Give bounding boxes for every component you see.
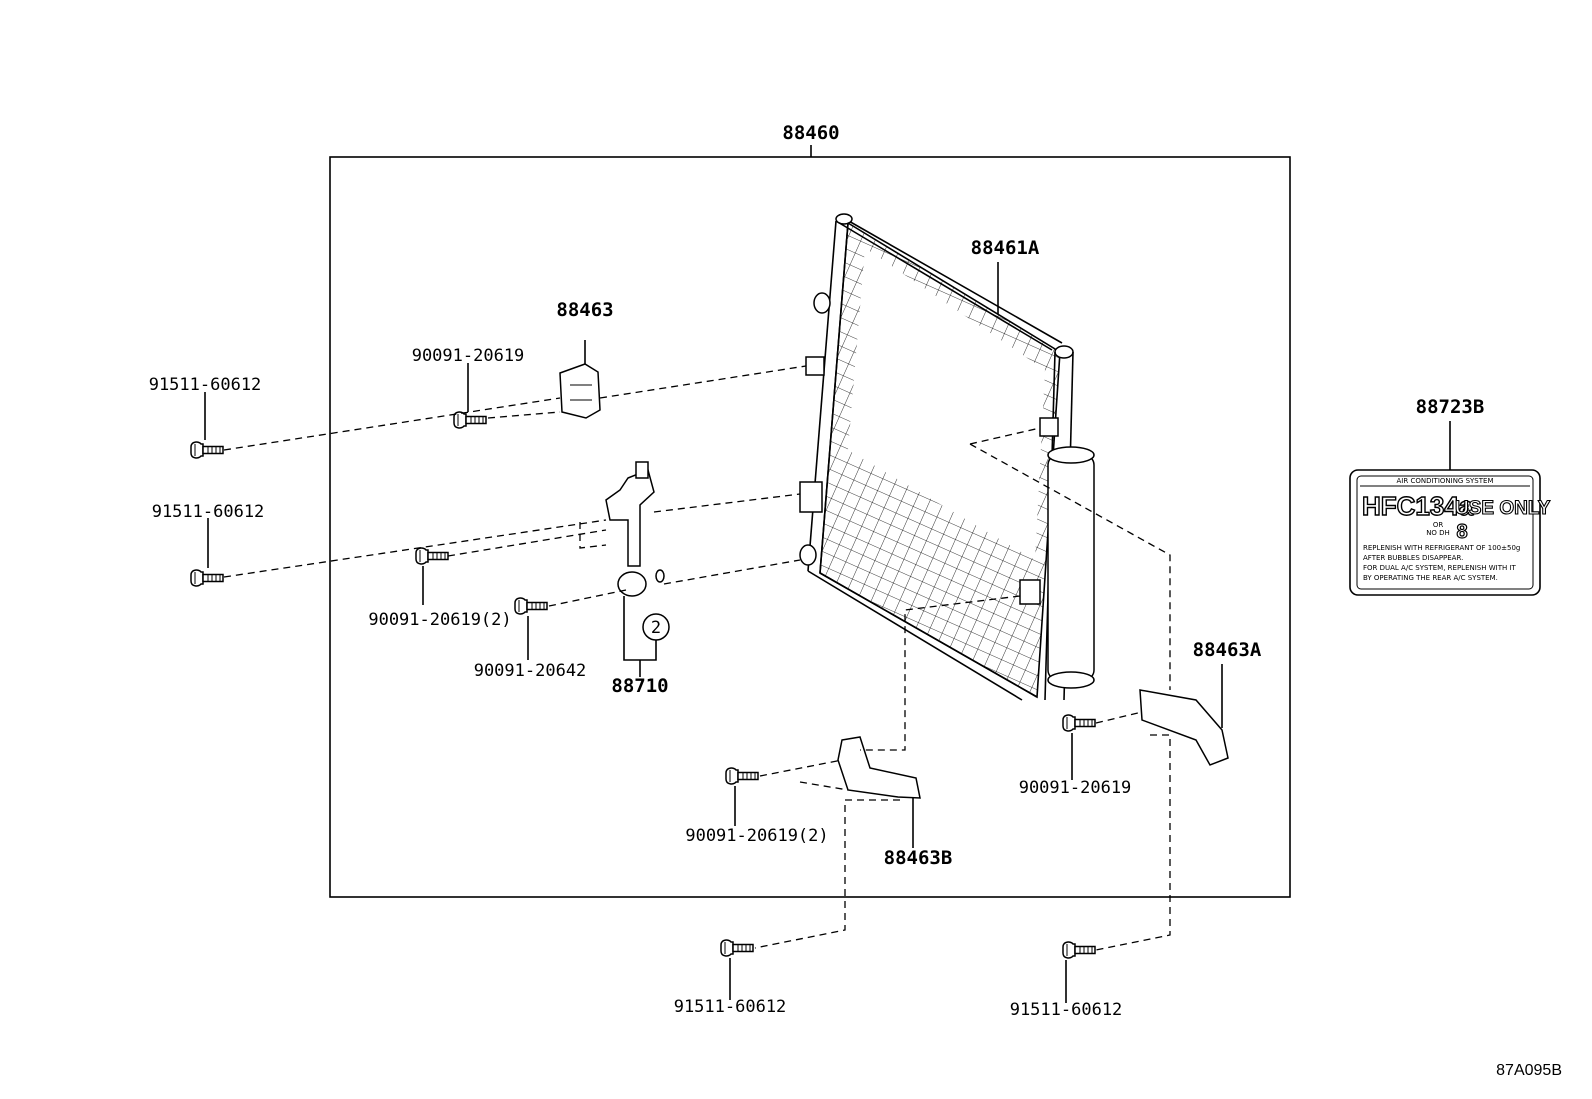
label-bracket-right: 88463A (1193, 639, 1262, 661)
label-bolt-b2: 90091-20619(2) (368, 610, 511, 630)
label-no-dh: NO DH (1426, 529, 1450, 537)
label-bolt-a2: 91511-60612 (152, 502, 265, 522)
label-bolt-a3: 91511-60612 (674, 997, 787, 1017)
label-bolt-b1: 90091-20619 (412, 346, 525, 366)
bolt-icon (725, 767, 759, 785)
bracket-right (1139, 664, 1229, 766)
label-line4: BY OPERATING THE REAR A/C SYSTEM. (1363, 574, 1498, 582)
condenser (799, 213, 1095, 701)
label-bracket-lower: 88463B (884, 847, 953, 869)
label-use-only: USE ONLY (1455, 498, 1551, 519)
label-system: AIR CONDITIONING SYSTEM (1397, 477, 1494, 485)
bolt-icon (720, 939, 754, 957)
bolt-icon (1062, 941, 1096, 959)
bolt-icon (415, 547, 449, 565)
bracket-upper (559, 340, 601, 419)
label-pipe-assembly: 88710 (611, 675, 668, 697)
label-or: OR (1433, 521, 1444, 529)
label-bolt-b4: 90091-20619(2) (685, 826, 828, 846)
assembly-frame (329, 145, 1291, 898)
bolt-icon (514, 597, 548, 615)
label-bracket-upper: 88463 (556, 299, 613, 321)
label-line3: FOR DUAL A/C SYSTEM, REPLENISH WITH IT (1363, 564, 1517, 572)
label-caution: 88723B (1416, 396, 1485, 418)
label-bolt-a1: 91511-60612 (149, 375, 262, 395)
alignment-lines (223, 365, 1171, 951)
label-refrigerant: HFC134a (1362, 491, 1474, 521)
label-oring-qty: 2 (651, 618, 661, 638)
label-line2: AFTER BUBBLES DISAPPEAR. (1363, 554, 1463, 562)
caution-label: AIR CONDITIONING SYSTEM HFC134a USE ONLY… (1349, 469, 1551, 596)
label-oil-no: 8 (1456, 521, 1467, 543)
label-assembly: 88460 (782, 122, 839, 144)
label-condenser: 88461A (971, 237, 1040, 259)
label-line1: REPLENISH WITH REFRIGERANT OF 100±50g (1363, 544, 1520, 552)
leader-lines (204, 262, 1451, 1003)
pipe-assembly (605, 461, 670, 677)
bracket-lower (837, 736, 921, 848)
bolt-icon (190, 441, 224, 459)
bolt-icon (190, 569, 224, 587)
bolt-icon (1062, 714, 1096, 732)
bolt-icon (453, 411, 487, 429)
label-bolt-b5: 90091-20619 (1019, 778, 1132, 798)
label-diagram-code: 87A095B (1496, 1062, 1562, 1079)
label-bolt-a4: 91511-60612 (1010, 1000, 1123, 1020)
label-bolt-b3: 90091-20642 (474, 661, 587, 681)
